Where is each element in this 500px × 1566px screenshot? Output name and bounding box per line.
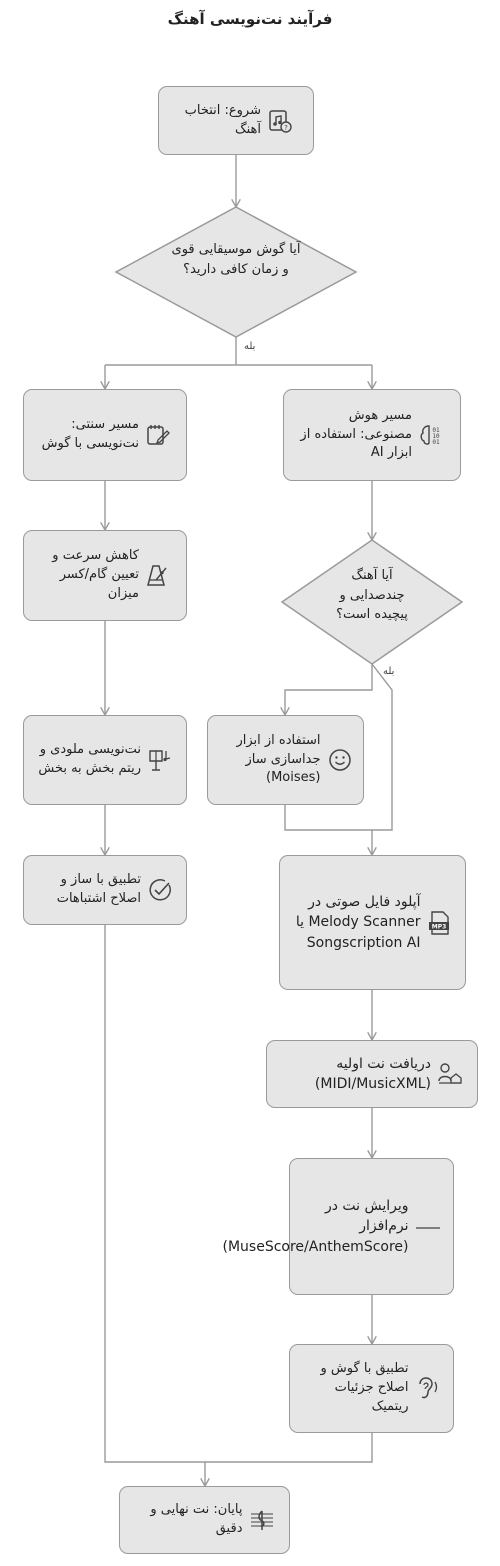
node-match-ai-label: تطبیق با گوش و اصلاح جزئیات ریتمیک (320, 1361, 409, 1414)
svg-text:MP3: MP3 (431, 923, 446, 930)
edge-match-to-end (104, 925, 205, 1486)
user-home-icon (438, 1063, 462, 1084)
node-start-label: شروع: انتخاب آهنگ (184, 102, 261, 137)
node-melody: نت‌نویسی ملودی و ریتم بخش به بخش (23, 715, 187, 805)
node-traditional-path: مسیر سنتی: نت‌نویسی با گوش (23, 389, 187, 481)
node-edit-label: ویرایش نت در نرم‌افزار (MuseScore/Anthem… (222, 1198, 409, 1255)
node-match-ai: تطبیق با گوش و اصلاح جزئیات ریتمیک (289, 1344, 454, 1433)
node-initial-label: دریافت نت اولیه (MIDI/MusicXML) (314, 1055, 431, 1092)
edge-moises-to-upload (284, 805, 372, 831)
node-match-traditional: تطبیق با ساز و اصلاح اشتباهات (23, 855, 187, 925)
mp3-file-icon: MP3 (428, 910, 449, 935)
diagram-title: فرآیند نت‌نویسی آهنگ (167, 10, 333, 28)
ear-icon (418, 1376, 437, 1398)
decision1-label: آیا گوش موسیقایی قوی و زمان کافی دارید؟ (171, 242, 301, 277)
node-initial: دریافت نت اولیه (MIDI/MusicXML) (266, 1040, 478, 1108)
node-melody-label: نت‌نویسی ملودی و ریتم بخش به بخش (38, 742, 141, 776)
smiley-icon (328, 749, 351, 771)
node-ai-path: مسیر هوش مصنوعی: استفاده از ابزار AI 01 … (283, 389, 461, 481)
checkmark-icon (149, 879, 171, 901)
node-moises-label: استفاده از ابزار جداسازی ساز (Moises) (236, 732, 321, 786)
svg-text:?: ? (284, 124, 288, 132)
node-slow-down: کاهش سرعت و تعیین گام/کسر میزان (23, 530, 187, 621)
node-moises: استفاده از ابزار جداسازی ساز (Moises) (207, 715, 364, 805)
music-sheet-icon (250, 1510, 273, 1530)
decision2-shape (280, 539, 464, 665)
edge-matchai-to-end (205, 1433, 373, 1463)
decision2-label: آیا آهنگ چندصدایی و پیچیده است؟ (336, 568, 408, 622)
dash-icon (415, 1226, 440, 1229)
edge-decision1-to-split (105, 337, 372, 366)
decision1-shape (114, 206, 358, 338)
edge-decision2-to-upload (372, 663, 393, 855)
node-traditional-path-label: مسیر سنتی: نت‌نویسی با گوش (41, 417, 139, 451)
edge-label-yes1: بله (244, 341, 256, 352)
node-upload-label: آپلود فایل صوتی در Melody Scanner یا Son… (295, 894, 421, 951)
node-match-traditional-label: تطبیق با ساز و اصلاح اشتباهات (56, 872, 141, 906)
node-end: پایان: نت نهایی و دقیق (119, 1486, 290, 1554)
edge-decision2-yes-to-moises (285, 664, 373, 715)
node-end-label: پایان: نت نهایی و دقیق (150, 1502, 243, 1536)
music-stand-icon (149, 750, 171, 771)
node-ai-path-label: مسیر هوش مصنوعی: استفاده از ابزار AI (300, 407, 412, 461)
node-edit: ویرایش نت در نرم‌افزار (MuseScore/Anthem… (222, 1158, 454, 1295)
edge-label-yes2: بله (383, 666, 395, 677)
music-file-question-icon: ? (269, 109, 292, 133)
svg-text:10: 10 (432, 433, 440, 440)
ai-brain-icon: 01 10 01 (420, 425, 440, 446)
node-upload: آپلود فایل صوتی در Melody Scanner یا Son… (279, 855, 466, 990)
svg-text:01: 01 (432, 427, 440, 434)
metronome-icon (147, 564, 167, 586)
node-slow-down-label: کاهش سرعت و تعیین گام/کسر میزان (52, 548, 139, 601)
svg-text:01: 01 (432, 439, 440, 446)
notepad-pen-icon (147, 425, 170, 445)
node-start: شروع: انتخاب آهنگ ? (158, 86, 314, 155)
